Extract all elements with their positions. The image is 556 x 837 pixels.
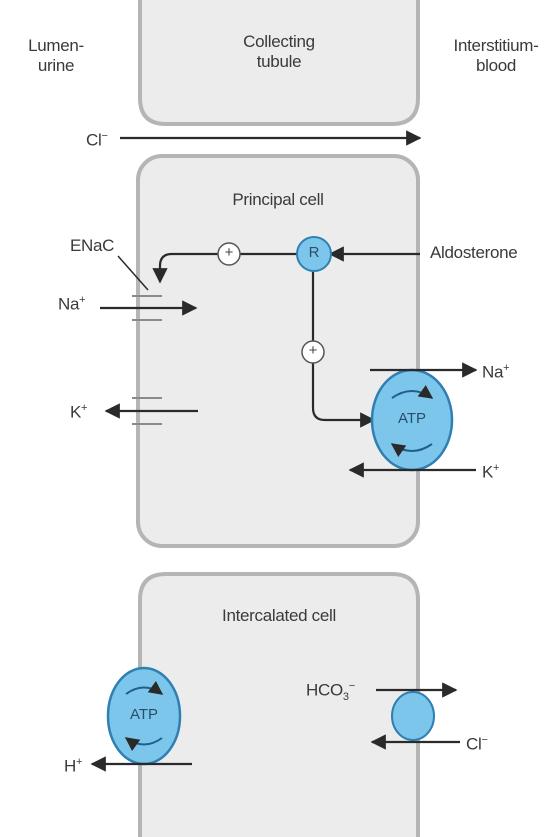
pump-cycle-arrow-top bbox=[391, 385, 434, 399]
enac-pointer bbox=[117, 255, 149, 291]
hco3-cl-exchanger bbox=[391, 691, 435, 741]
collecting-tubule bbox=[138, 0, 420, 126]
r-to-pump-path bbox=[311, 272, 376, 428]
collecting-tubule-label: Collecting tubule bbox=[243, 32, 315, 71]
atp-intercalated-label: ATP bbox=[129, 706, 159, 723]
atp-principal-label: ATP bbox=[397, 410, 427, 427]
receptor-label: R bbox=[308, 244, 320, 261]
plus-circle-2 bbox=[301, 340, 325, 364]
aldosterone-label: Aldosterone bbox=[430, 243, 518, 262]
pump-cycle-arrow-bottom bbox=[390, 443, 433, 457]
r-to-enac-path bbox=[152, 252, 298, 284]
lumen-label: Lumen- urine bbox=[28, 36, 84, 75]
k-lumen-label: K+ bbox=[70, 402, 88, 422]
principal-cell-body bbox=[136, 154, 420, 548]
receptor-r bbox=[296, 236, 332, 272]
na-blood-label: Na+ bbox=[482, 362, 510, 382]
interstitium-label: Interstitium- blood bbox=[453, 36, 539, 75]
principal-cell-label: Principal cell bbox=[232, 190, 324, 209]
h-lumen-label: H+ bbox=[64, 756, 83, 776]
plus-circle-1 bbox=[217, 242, 241, 266]
enac-label: ENaC bbox=[70, 236, 115, 255]
intercalated-cell-label: Intercalated cell bbox=[222, 606, 336, 625]
cl-top-label: Cl− bbox=[86, 130, 108, 150]
h-pump-cycle-arrow-top bbox=[125, 680, 164, 695]
cl-blood-label: Cl− bbox=[466, 734, 488, 754]
intercalated-cell-body bbox=[138, 572, 420, 837]
k-blood-label: K+ bbox=[482, 462, 500, 482]
na-lumen-label: Na+ bbox=[58, 294, 86, 314]
h-pump-cycle-arrow-bottom bbox=[124, 737, 163, 752]
hco3-label: HCO3− bbox=[306, 680, 355, 704]
plus-sign-1: + bbox=[224, 244, 234, 261]
plus-sign-2: + bbox=[308, 342, 318, 359]
